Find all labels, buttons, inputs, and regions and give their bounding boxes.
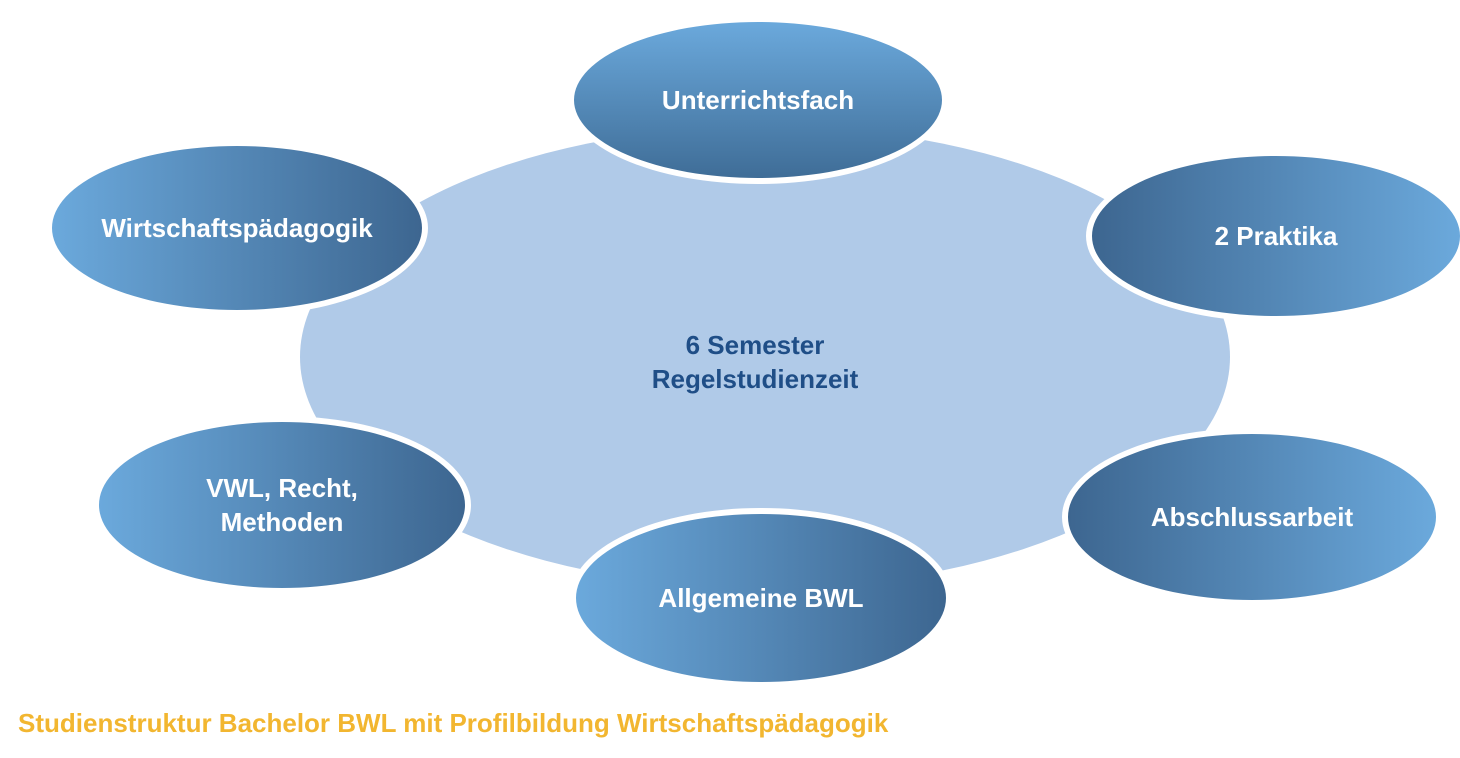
node-unterrichtsfach-label: Unterrichtsfach bbox=[661, 85, 855, 115]
node-allgemeine-bwl-label: Allgemeine BWL bbox=[658, 583, 864, 613]
center-label-line-1: 6 Semester bbox=[685, 330, 825, 360]
node-vwl-recht-methoden-label: VWL, Recht, Methoden bbox=[206, 471, 358, 539]
node-allgemeine-bwl: Allgemeine BWL bbox=[570, 508, 952, 688]
node-vwl-label-line-2: Methoden bbox=[220, 507, 344, 537]
node-vwl-label-line-1: VWL, Recht, bbox=[206, 473, 358, 503]
node-abschlussarbeit: Abschlussarbeit bbox=[1062, 428, 1442, 606]
diagram-caption: Studienstruktur Bachelor BWL mit Profilb… bbox=[18, 708, 889, 738]
node-unterrichtsfach: Unterrichtsfach bbox=[568, 16, 948, 184]
node-wirtschaftspaedagogik-label: Wirtschaftspädagogik bbox=[101, 213, 373, 243]
node-praktika-label: 2 Praktika bbox=[1214, 221, 1338, 251]
center-label: 6 Semester Regelstudienzeit bbox=[555, 328, 955, 396]
node-wirtschaftspaedagogik: Wirtschaftspädagogik bbox=[46, 140, 428, 316]
node-vwl-recht-methoden: VWL, Recht, Methoden bbox=[93, 416, 471, 594]
node-abschlussarbeit-label: Abschlussarbeit bbox=[1150, 502, 1354, 532]
center-label-line-2: Regelstudienzeit bbox=[651, 364, 859, 394]
node-praktika: 2 Praktika bbox=[1086, 150, 1460, 322]
